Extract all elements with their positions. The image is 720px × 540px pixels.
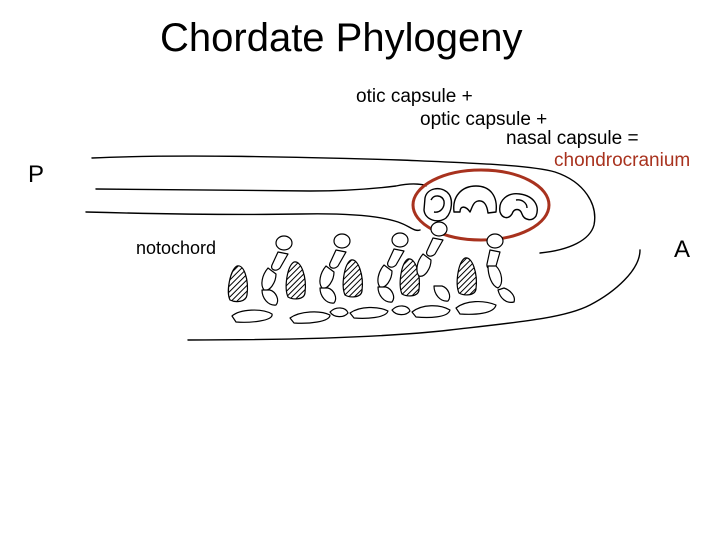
- notochord-lower-edge: [85, 211, 421, 232]
- otic-capsule-label: otic capsule +: [356, 86, 473, 107]
- gill-bar-5: [456, 257, 477, 296]
- anterior-label: A: [674, 236, 691, 263]
- posterior-label: P: [28, 161, 45, 188]
- nasal-capsule: [499, 193, 538, 221]
- notochord-label: notochord: [136, 238, 217, 258]
- ventral-cartilages: [231, 301, 497, 324]
- chondrocranium-highlight-circle: [411, 168, 551, 242]
- otic-capsule: [423, 187, 453, 222]
- arch-segment-1: [261, 235, 293, 306]
- optic-capsule: [453, 185, 497, 214]
- arch-segment-4: [416, 221, 451, 302]
- gill-bar-3: [342, 259, 363, 298]
- nasal-capsule-inner: [515, 199, 528, 209]
- gill-bar-1: [227, 265, 249, 303]
- gill-bar-4: [399, 258, 420, 297]
- nasal-capsule-label: nasal capsule =: [506, 128, 639, 149]
- notochord-upper-edge: [95, 183, 427, 192]
- arch-segment-5: [486, 233, 515, 303]
- otic-capsule-inner: [430, 195, 445, 213]
- gill-bar-2: [285, 261, 306, 300]
- body-outline-dorsal: [91, 155, 596, 254]
- arch-segment-2: [319, 233, 351, 304]
- arch-segment-3: [377, 232, 409, 303]
- optic-capsule-label: optic capsule +: [420, 109, 548, 130]
- slide-title: Chordate Phylogeny: [160, 16, 523, 60]
- chondrocranium-label: chondrocranium: [554, 150, 691, 171]
- body-outline-ventral: [187, 249, 641, 341]
